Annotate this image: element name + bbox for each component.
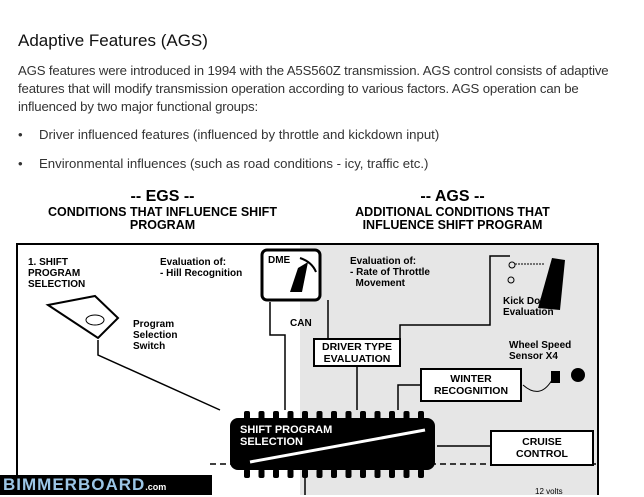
chip-pin <box>302 411 308 420</box>
chip-pin <box>418 469 424 478</box>
chip-pin <box>360 411 366 420</box>
chip-pin <box>345 469 352 478</box>
chip-pin <box>302 469 308 478</box>
bullet-environment: •Environmental influences (such as road … <box>18 156 429 171</box>
cruise-control-box: CRUISE CONTROL <box>490 430 594 466</box>
chip-pin <box>374 411 381 420</box>
chip-pin <box>389 469 395 478</box>
chip-pin <box>331 411 337 420</box>
bullet-text: Environmental influences (such as road c… <box>39 156 429 171</box>
chip-pin <box>374 469 381 478</box>
chip-pin <box>360 469 366 478</box>
volts-label: 12 volts <box>535 487 563 496</box>
chip-pin <box>258 411 265 420</box>
chip-pin <box>389 411 395 420</box>
intro-paragraph: AGS features were introduced in 1994 wit… <box>18 63 609 114</box>
driver-type-box: DRIVER TYPE EVALUATION <box>313 338 401 367</box>
egs-subtitle: CONDITIONS THAT INFLUENCE SHIFT PROGRAM <box>48 205 277 232</box>
chip-pin <box>345 411 352 420</box>
page-title: Adaptive Features (AGS) <box>18 31 208 50</box>
watermark-suffix: .com <box>145 482 167 492</box>
wheel-sensor-icon <box>522 368 585 392</box>
chip-label: SHIFT PROGRAM SELECTION <box>240 424 333 448</box>
chip-pin <box>273 411 279 420</box>
winter-recognition-box: WINTER RECOGNITION <box>420 368 522 402</box>
chip-pin <box>403 469 410 478</box>
egs-title: -- EGS -- <box>130 188 195 205</box>
dme-unit-icon <box>260 248 322 302</box>
kickdown-label: Kick Down Evaluation <box>503 296 555 318</box>
chip-pin <box>316 469 323 478</box>
program-switch-label: Program Selection Switch <box>133 319 178 352</box>
throttle-pedal-icon <box>507 258 565 310</box>
chip-pin <box>273 469 279 478</box>
chip-pin <box>244 411 250 420</box>
chip-pin <box>331 469 337 478</box>
hill-eval-label: Evaluation of: - Hill Recognition <box>160 257 243 279</box>
egs-heading: -- EGS -- CONDITIONS THAT INFLUENCE SHIF… <box>45 188 280 232</box>
bullet-text: Driver influenced features (influenced b… <box>39 127 440 142</box>
intro-section: AGS features were introduced in 1994 wit… <box>18 62 618 172</box>
can-label: CAN <box>290 318 312 329</box>
ags-heading: -- AGS -- ADDITIONAL CONDITIONS THAT INF… <box>330 188 575 232</box>
ags-subtitle: ADDITIONAL CONDITIONS THAT INFLUENCE SHI… <box>355 205 550 232</box>
dme-label: DME <box>268 255 291 266</box>
throttle-eval-label: Evaluation of: - Rate of Throttle Moveme… <box>350 256 430 289</box>
ags-title: -- AGS -- <box>420 188 485 205</box>
watermark-brand: BIMMERBOARD <box>3 475 146 494</box>
chip-pin <box>418 411 424 420</box>
chip-pin <box>403 411 410 420</box>
chip-pin <box>287 411 294 420</box>
chip-pin <box>287 469 294 478</box>
shift-program-chip-icon <box>230 411 435 478</box>
bimmerboard-watermark: BIMMERBOARD.com <box>0 475 212 495</box>
chip-pin <box>316 411 323 420</box>
bullet-driver: •Driver influenced features (influenced … <box>18 127 440 142</box>
shift-program-label: 1. SHIFT PROGRAM SELECTION <box>28 257 86 290</box>
program-switch-icon <box>45 294 120 340</box>
chip-pin <box>258 469 265 478</box>
wheel-speed-label: Wheel Speed Sensor X4 <box>509 340 572 362</box>
chip-pin <box>244 469 250 478</box>
